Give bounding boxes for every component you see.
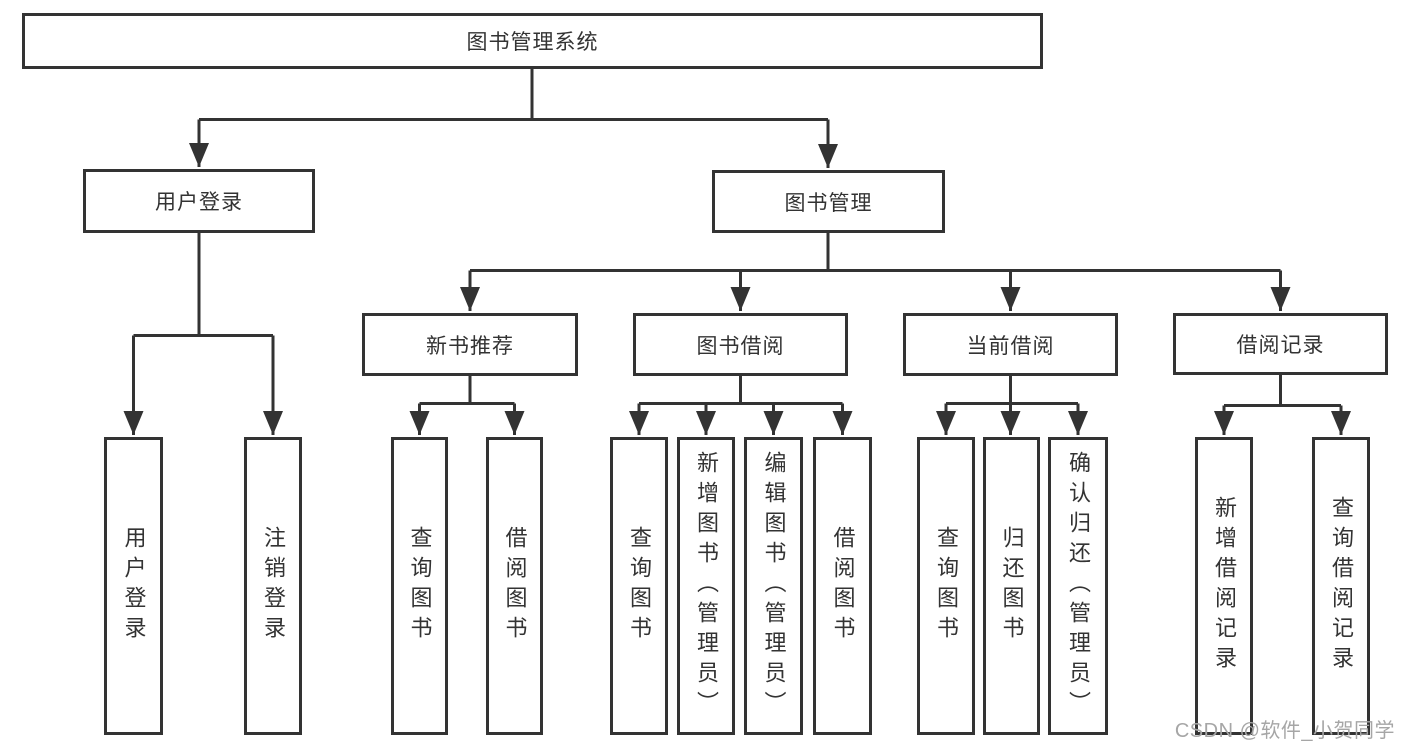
node-book-borrowing: 图书借阅 <box>633 313 848 376</box>
node-borrow-records: 借阅记录 <box>1173 313 1388 375</box>
csdn-watermark: CSDN @软件_小贺同学 <box>1174 720 1395 742</box>
node-library-management-system: 图书管理系统 <box>22 13 1043 69</box>
leaf-borrow-books-recommend: 借阅图书 <box>486 437 543 735</box>
leaf-logout: 注销登录 <box>244 437 302 735</box>
leaf-query-books-borrowing: 查询图书 <box>610 437 668 735</box>
node-book-management: 图书管理 <box>712 170 945 233</box>
leaf-return-books: 归还图书 <box>983 437 1040 735</box>
leaf-user-login: 用户登录 <box>104 437 163 735</box>
leaf-confirm-return-admin: 确认归还（管理员） <box>1048 437 1108 735</box>
leaf-query-books-recommend: 查询图书 <box>391 437 448 735</box>
leaf-borrow-books-borrowing: 借阅图书 <box>813 437 872 735</box>
leaf-add-book-admin: 新增图书（管理员） <box>677 437 735 735</box>
leaf-add-borrow-record: 新增借阅记录 <box>1195 437 1253 735</box>
leaf-edit-book-admin: 编辑图书（管理员） <box>744 437 803 735</box>
node-current-borrowing: 当前借阅 <box>903 313 1118 376</box>
leaf-query-books-current: 查询图书 <box>917 437 975 735</box>
node-new-book-recommend: 新书推荐 <box>362 313 578 376</box>
node-user-login: 用户登录 <box>83 169 315 233</box>
leaf-query-borrow-record: 查询借阅记录 <box>1312 437 1370 735</box>
